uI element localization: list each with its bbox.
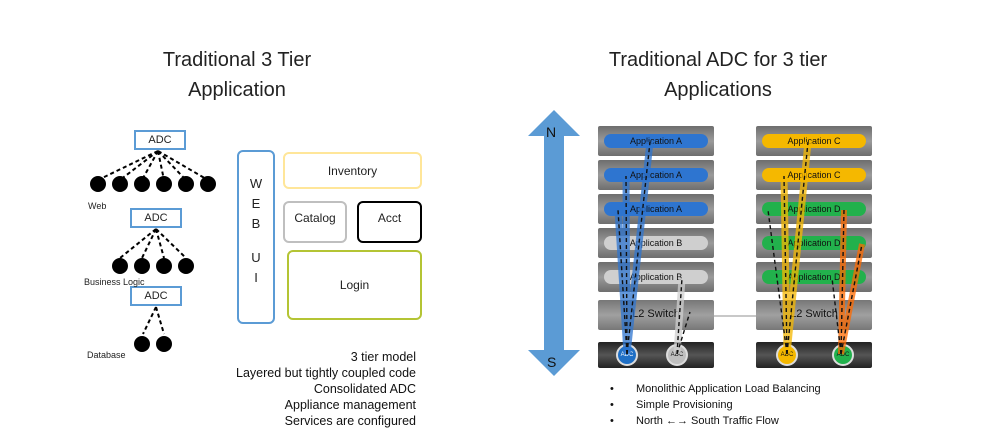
app-pill: Application A xyxy=(604,168,708,182)
app-pill: Application C xyxy=(762,168,866,182)
rack-unit: Application C xyxy=(756,160,872,190)
webui-letter: E xyxy=(251,196,261,211)
switch-label: L2 Switch xyxy=(632,308,680,320)
webui-letter: I xyxy=(254,270,258,285)
right-title-line1: Traditional ADC for 3 tier xyxy=(608,49,828,71)
adc-business: ADC xyxy=(130,208,182,228)
left-title-line2: Application xyxy=(188,79,286,101)
rack-unit: Application C xyxy=(756,126,872,156)
webui-letter: U xyxy=(251,250,261,265)
database-node xyxy=(156,336,172,352)
login-box: Login xyxy=(287,250,422,320)
rack-unit: Application A xyxy=(598,194,714,224)
business-node xyxy=(178,258,194,274)
tree-connectors xyxy=(97,150,209,335)
web-node xyxy=(200,176,216,192)
web-node xyxy=(112,176,128,192)
right-title-line2: Applications xyxy=(664,79,772,101)
bullet-item: North ←→ South Traffic Flow xyxy=(608,413,821,429)
app-pill: Application A xyxy=(604,134,708,148)
note-line: Services are configured xyxy=(284,414,416,428)
note-line: Appliance management xyxy=(284,398,416,412)
business-node xyxy=(134,258,150,274)
app-pill: Application C xyxy=(762,134,866,148)
l2-switch: L2 Switch xyxy=(598,300,714,330)
switch-link xyxy=(714,315,756,317)
web-node xyxy=(156,176,172,192)
web-node xyxy=(90,176,106,192)
webui-box: W E B U I xyxy=(237,150,275,324)
adc-circle: ADC xyxy=(776,344,798,366)
web-node xyxy=(134,176,150,192)
inventory-box: Inventory xyxy=(283,152,422,189)
catalog-box: Catalog xyxy=(283,201,347,243)
web-tier-label: Web xyxy=(88,201,107,211)
south-label: S xyxy=(547,354,557,370)
north-label: N xyxy=(546,124,557,140)
note-line: Layered but tightly coupled code xyxy=(236,366,416,380)
north-south-arrow xyxy=(528,110,580,376)
webui-letter: W xyxy=(249,176,263,191)
adc-appliance: ADC ADC xyxy=(598,342,714,368)
business-tier-label: Business Logic xyxy=(84,277,145,287)
rack-unit: Application D xyxy=(756,228,872,258)
app-pill: Application A xyxy=(604,202,708,216)
business-node xyxy=(156,258,172,274)
rack-unit: Application A xyxy=(598,160,714,190)
right-title: Traditional ADC for 3 tier Applications xyxy=(580,45,856,105)
traffic-flow-overlay xyxy=(614,141,865,355)
left-title: Traditional 3 Tier Application xyxy=(137,45,337,105)
bullet-item: Monolithic Application Load Balancing xyxy=(608,381,821,397)
adc-appliance: ADC ADC xyxy=(756,342,872,368)
note-line: 3 tier model xyxy=(350,350,416,364)
database-tier-label: Database xyxy=(87,350,126,360)
app-pill: Application B xyxy=(604,236,708,250)
rack-unit: Application D xyxy=(756,194,872,224)
adc-database: ADC xyxy=(130,286,182,306)
acct-box: Acct xyxy=(357,201,422,243)
web-node xyxy=(178,176,194,192)
webui-letter: B xyxy=(251,216,261,231)
left-title-line1: Traditional 3 Tier xyxy=(162,49,312,71)
adc-web: ADC xyxy=(134,130,186,150)
acct-label: Acct xyxy=(377,211,402,225)
catalog-label: Catalog xyxy=(294,211,336,225)
business-node xyxy=(112,258,128,274)
bullet-item: Simple Provisioning xyxy=(608,397,821,413)
right-bullets: Monolithic Application Load Balancing Si… xyxy=(608,381,821,429)
note-line: Consolidated ADC xyxy=(313,382,416,396)
database-node xyxy=(134,336,150,352)
switch-label: L2 Switch xyxy=(790,308,838,320)
left-notes: 3 tier model Layered but tightly coupled… xyxy=(236,349,416,429)
rack-unit: Application A xyxy=(598,126,714,156)
